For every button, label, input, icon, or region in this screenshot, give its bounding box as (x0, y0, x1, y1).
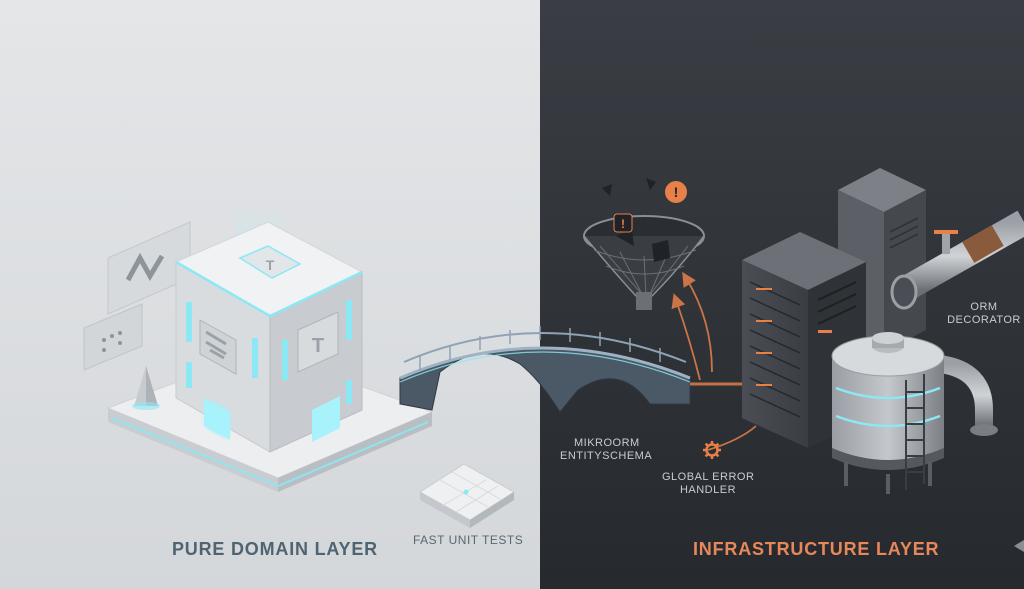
bridge-icon (399, 326, 744, 413)
fast-unit-tests-label: FAST UNIT TESTS (413, 533, 524, 547)
svg-text:!: ! (621, 217, 625, 231)
chip-panel-icon (83, 303, 143, 371)
cone-icon (132, 366, 160, 410)
decorator-line: DECORATOR (947, 314, 1021, 327)
infrastructure-layer-label: INFRASTRUCTURE LAYER (693, 539, 940, 559)
cube-side-letter: T (312, 335, 324, 357)
alert-icon: ! (665, 181, 687, 203)
orm-decorator-label: ORM DECORATOR (944, 301, 1024, 327)
orm-line: ORM (970, 301, 998, 313)
test-tile-icon (419, 463, 515, 528)
mikroorm-entityschema-label: MIKROORM ENTITYSCHEMA (560, 437, 652, 463)
domain-building-icon: T T (174, 221, 364, 453)
storage-tank-icon (831, 332, 945, 494)
handler-line: HANDLER (679, 484, 737, 497)
orange-arrows (671, 271, 757, 451)
svg-text:!: ! (674, 184, 679, 200)
edge-arrow-icon (1014, 540, 1024, 552)
global-error-handler-label: GLOBAL ERROR HANDLER (662, 471, 754, 497)
mikroorm-line: MIKROORM (574, 437, 640, 449)
gear-icon (703, 441, 721, 459)
entityschema-line: ENTITYSCHEMA (560, 450, 653, 463)
cube-top-letter: T (266, 257, 275, 273)
pure-domain-layer-label: PURE DOMAIN LAYER (172, 539, 378, 559)
global-error-line: GLOBAL ERROR (662, 471, 755, 483)
pipe-icon (890, 210, 1024, 436)
alert-icon: ! (613, 213, 633, 233)
error-funnel-icon: ! ! (583, 178, 705, 310)
